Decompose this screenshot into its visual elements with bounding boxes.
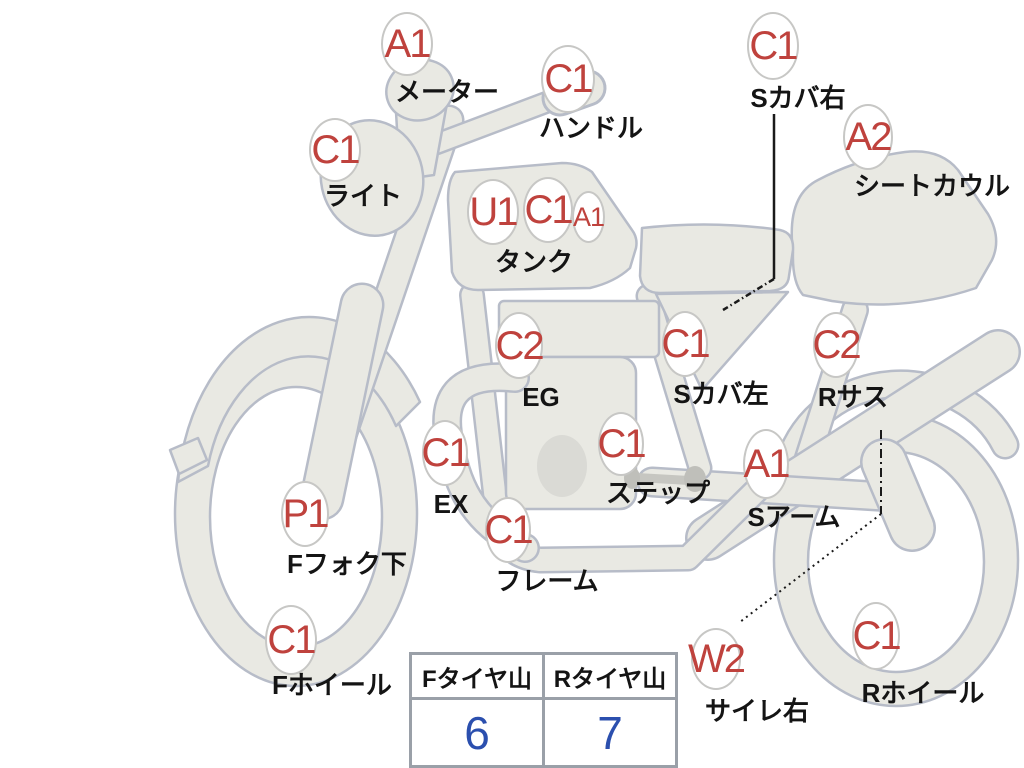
badge-side-cover-right: C1: [747, 12, 799, 80]
label-front-wheel: Fホイール: [272, 670, 392, 700]
badge-light: C1: [309, 118, 361, 182]
badge-front-wheel: C1: [265, 605, 317, 675]
label-side-cover-right: Sカバ右: [750, 83, 846, 113]
badge-silencer-right: W2: [688, 628, 746, 690]
badge-rear-suspension: C2: [812, 312, 862, 378]
label-handlebar: ハンドル: [538, 113, 644, 143]
label-meter: メーター: [394, 77, 500, 107]
badge-side-cover-left: C1: [661, 311, 711, 377]
label-exhaust: EX: [433, 489, 469, 519]
label-tank: タンク: [494, 247, 574, 277]
rear-tire-tread-value: 7: [542, 697, 678, 768]
badge-frame: C1: [484, 497, 534, 563]
badge-tank-a1: A1: [572, 191, 605, 243]
pointer-line-side-cover-right: [722, 114, 776, 312]
label-engine: EG: [522, 382, 560, 412]
label-step: ステップ: [605, 478, 711, 508]
badge-front-fork-lower: P1: [281, 481, 329, 547]
badge-swingarm: A1: [743, 429, 790, 499]
badge-tank-u1: U1: [467, 179, 519, 245]
label-frame: フレーム: [495, 566, 599, 596]
badge-exhaust: C1: [421, 420, 471, 486]
label-seat-cowl: シートカウル: [853, 171, 1011, 201]
front-fork: [299, 104, 465, 521]
front-tire-tread-value: 6: [409, 697, 545, 768]
seat-cowl: [790, 150, 998, 306]
badge-meter: A1: [381, 12, 433, 76]
badge-seat-cowl: A2: [843, 104, 893, 170]
label-front-fork-lower: Fフォク下: [287, 549, 407, 579]
seat: [638, 223, 795, 295]
tire-tread-table: Fタイヤ山 Rタイヤ山 6 7: [409, 652, 678, 768]
rear-tire-tread-header: Rタイヤ山: [542, 652, 678, 700]
label-rear-suspension: Rサス: [817, 382, 889, 412]
badge-rear-wheel: C1: [852, 602, 902, 670]
label-swingarm: Sアーム: [747, 502, 841, 532]
pointer-line-silencer-right: [739, 430, 882, 623]
badge-tank-c1: C1: [523, 177, 574, 243]
badge-handlebar: C1: [541, 45, 595, 113]
badge-engine: C2: [495, 312, 545, 379]
label-silencer-right: サイレ右: [704, 696, 810, 726]
label-light: ライト: [323, 181, 403, 211]
footpeg: [624, 466, 706, 492]
front-tire-tread-header: Fタイヤ山: [409, 652, 545, 700]
label-rear-wheel: Rホイール: [861, 678, 985, 708]
badge-step: C1: [597, 412, 647, 476]
label-side-cover-left: Sカバ左: [673, 379, 769, 409]
